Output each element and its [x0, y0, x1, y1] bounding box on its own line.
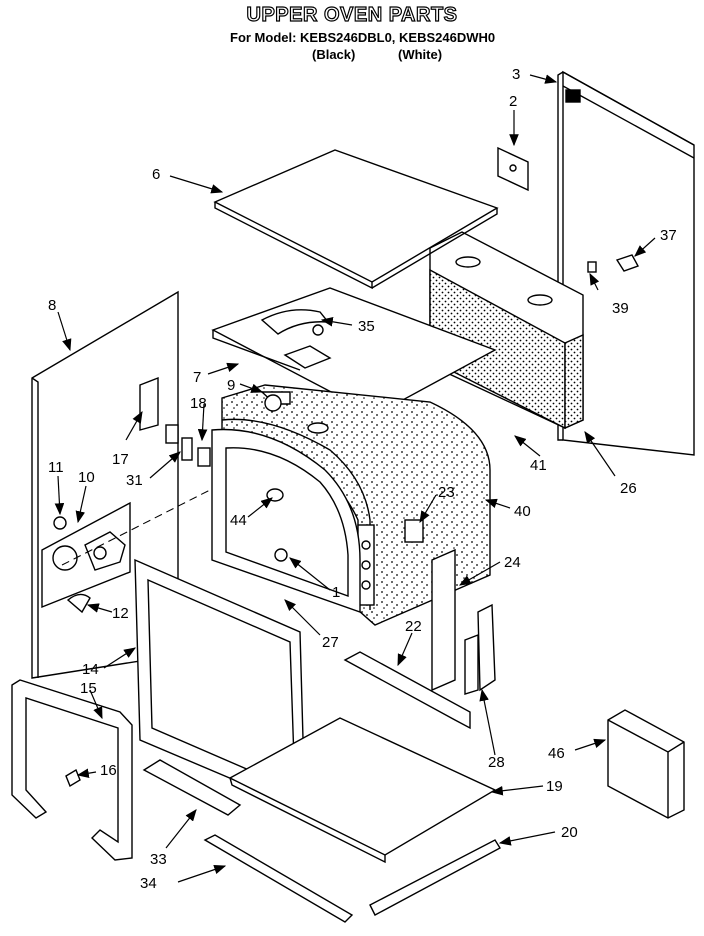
- callout-10: 10: [78, 469, 95, 486]
- light-assembly-parts-10-12: [52, 516, 126, 614]
- callout-labels: 1 2 3 6 7 8 9 10 11 12 14 15 16 17 18 19…: [48, 66, 677, 892]
- callout-31: 31: [126, 472, 143, 489]
- page-title: UPPER OVEN PARTS: [246, 3, 458, 26]
- callout-17: 17: [112, 451, 129, 468]
- leader-arrows: [54, 74, 656, 883]
- color-black-label: (Black): [312, 47, 356, 62]
- callout-39: 39: [612, 300, 629, 317]
- small-parts-37-39: [587, 254, 640, 273]
- callout-40: 40: [514, 503, 531, 520]
- callout-26: 26: [620, 480, 637, 497]
- callout-14: 14: [82, 661, 99, 678]
- callout-11: 11: [48, 459, 64, 476]
- callout-18: 18: [190, 395, 207, 412]
- callout-27: 27: [322, 634, 339, 651]
- trim-parts-20-33-34: [142, 759, 501, 923]
- callout-3: 3: [512, 66, 520, 83]
- callout-33: 33: [150, 851, 167, 868]
- callout-35: 35: [358, 318, 375, 335]
- color-white-label: (White): [398, 47, 443, 62]
- callout-20: 20: [561, 824, 578, 841]
- callout-34: 34: [140, 875, 157, 892]
- brackets-parts-22-24-28: [343, 548, 496, 730]
- callout-41: 41: [530, 457, 547, 474]
- callout-2: 2: [509, 93, 517, 110]
- callout-28: 28: [488, 754, 505, 771]
- callout-9: 9: [227, 377, 235, 394]
- top-panel-part-6: [213, 149, 499, 290]
- callout-7: 7: [193, 369, 201, 386]
- oven-front-frame-part-27: [211, 428, 361, 613]
- cavity-top-frame: [211, 287, 497, 416]
- callout-24: 24: [504, 554, 521, 571]
- callout-16: 16: [100, 762, 117, 779]
- callout-46: 46: [548, 745, 565, 762]
- insulation-part-41: [429, 231, 584, 430]
- callout-6: 6: [152, 166, 160, 183]
- callout-8: 8: [48, 297, 56, 314]
- callout-12: 12: [112, 605, 129, 622]
- callout-22: 22: [405, 618, 422, 635]
- callout-15: 15: [80, 680, 97, 697]
- door-gasket-part-15: [11, 679, 133, 861]
- bracket-part-2: [497, 146, 529, 192]
- callout-23: 23: [438, 484, 455, 501]
- callout-44: 44: [230, 512, 247, 529]
- cover-part-46: [607, 709, 685, 819]
- callout-37: 37: [660, 227, 677, 244]
- callout-1: 1: [332, 584, 340, 601]
- callout-19: 19: [546, 778, 563, 795]
- model-line: For Model: KEBS246DBL0, KEBS246DWH0: [230, 30, 496, 45]
